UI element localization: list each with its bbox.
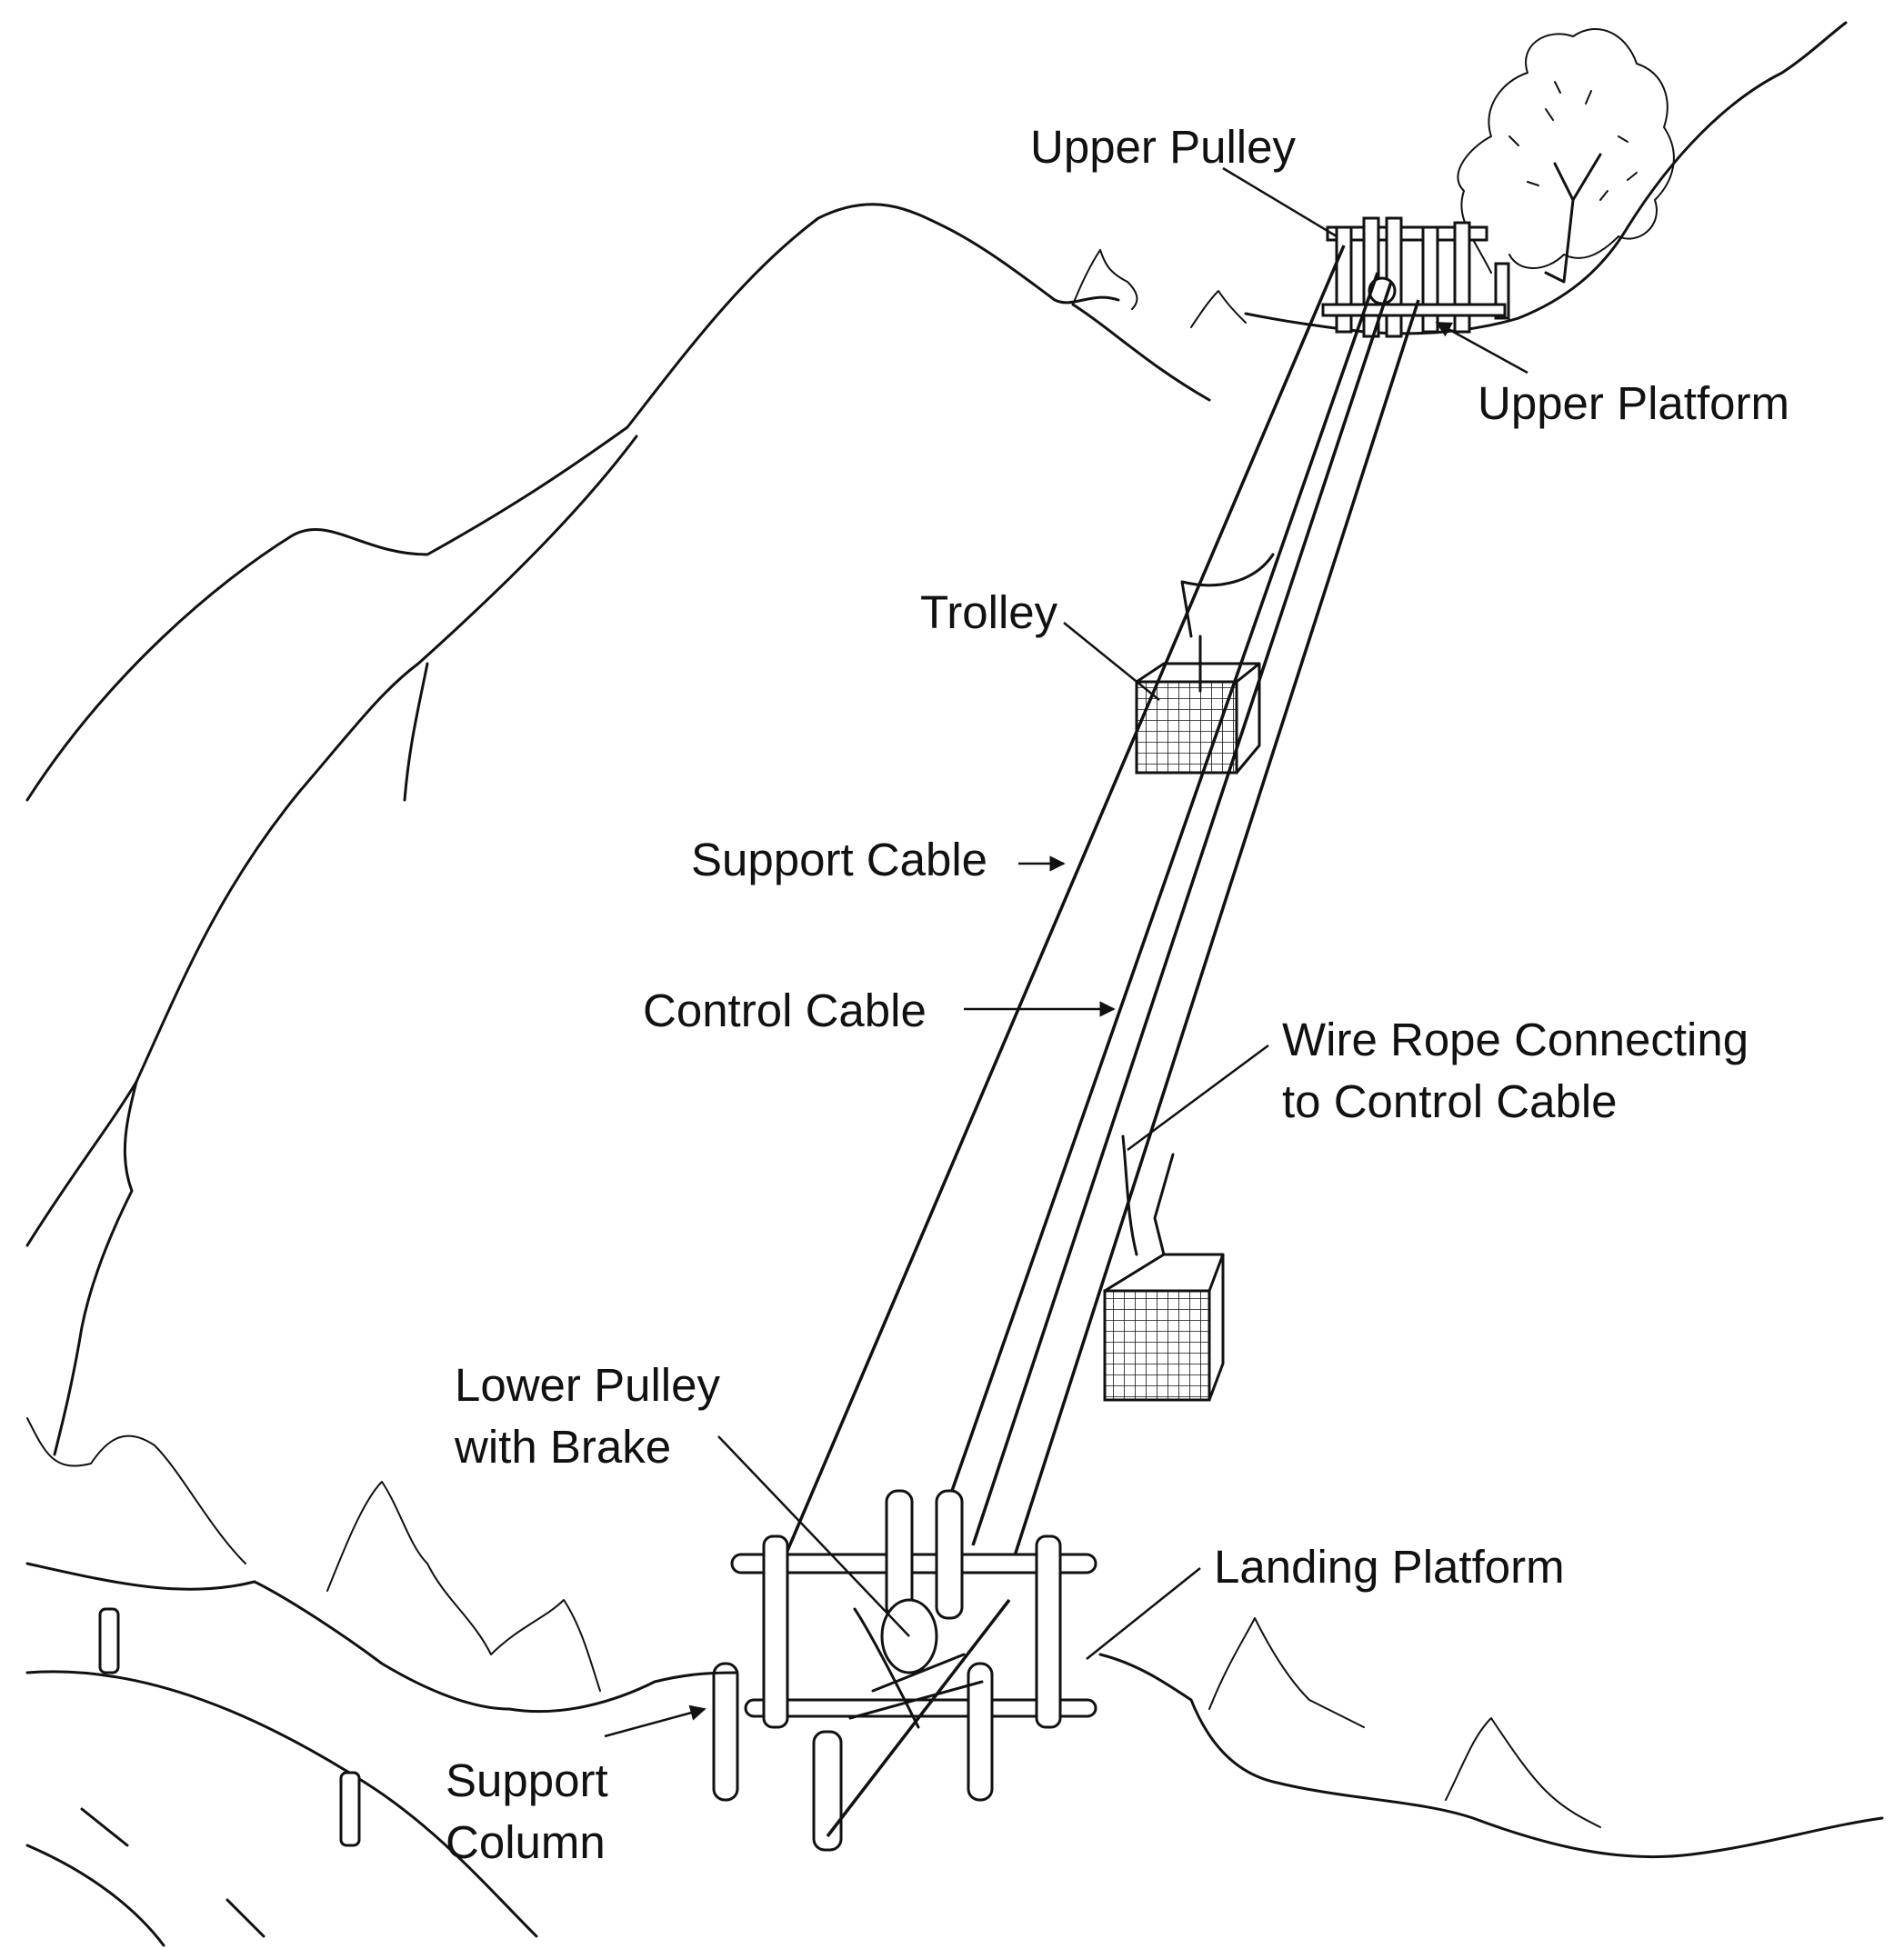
foreground-terrain <box>25 1417 1884 1947</box>
label-control-cable: Control Cable <box>643 984 927 1036</box>
cables <box>780 245 1420 1574</box>
label-upper-pulley: Upper Pulley <box>1030 121 1296 173</box>
leader-lines <box>604 166 1528 1738</box>
tree <box>1457 27 1675 284</box>
label-landing-platform: Landing Platform <box>1214 1541 1565 1593</box>
label-upper-platform: Upper Platform <box>1478 377 1789 429</box>
label-support-column-line-1: Support <box>446 1754 608 1806</box>
label-support-column-line-2: Column <box>446 1816 606 1868</box>
mountain-ridges <box>25 21 1848 1456</box>
top-shrubs <box>1072 249 1247 328</box>
label-wire-rope-line-2: to Control Cable <box>1282 1075 1618 1127</box>
landing-platform <box>712 1489 1097 1852</box>
label-lower-pulley-line-2: with Brake <box>455 1421 672 1473</box>
label-wire-rope-line-1: Wire Rope Connecting <box>1282 1014 1749 1065</box>
upper-platform <box>1321 216 1510 338</box>
label-trolley: Trolley <box>920 586 1058 638</box>
label-support-cable: Support Cable <box>691 834 988 885</box>
lower-trolley-basket <box>1103 1134 1225 1402</box>
upper-trolley-basket <box>1135 553 1275 775</box>
label-lower-pulley-line-1: Lower Pulley <box>455 1359 720 1411</box>
